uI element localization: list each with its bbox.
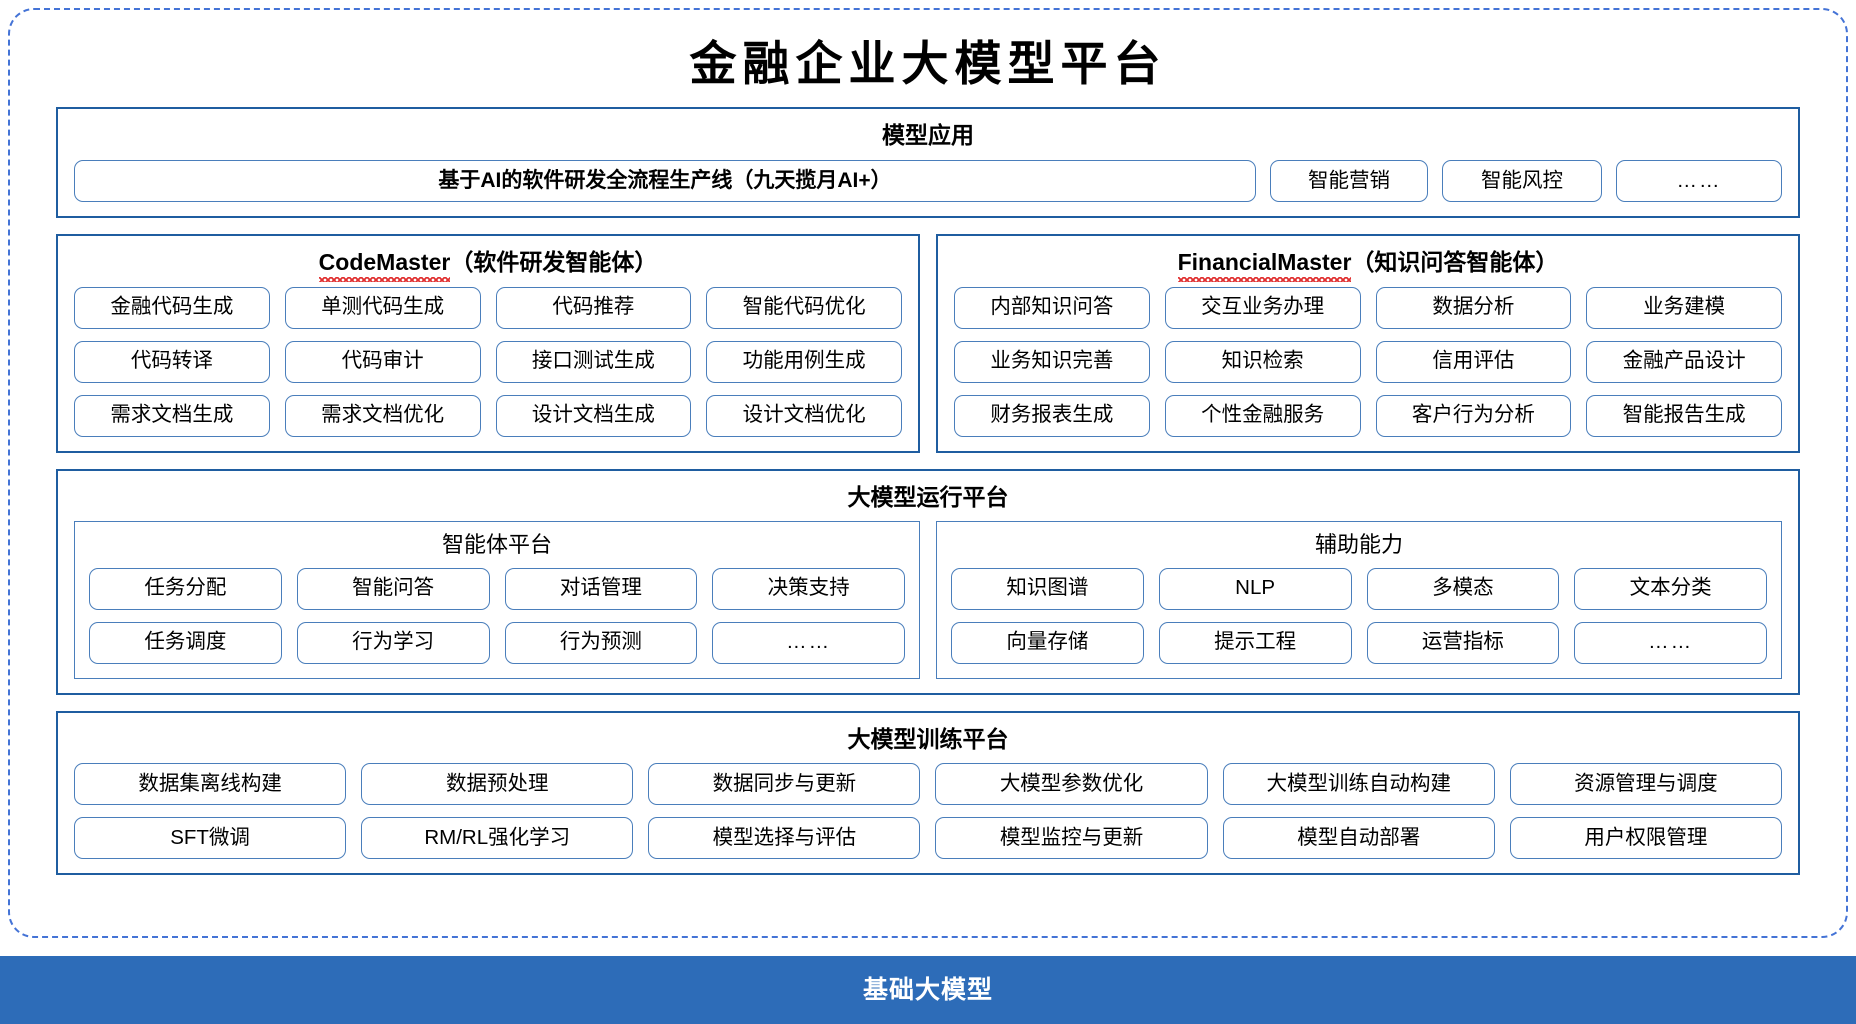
agents-row: CodeMaster（软件研发智能体） 金融代码生成 单测代码生成 代码推荐 智… [56,233,1800,453]
training-item-5[interactable]: 大模型训练自动构建 [1222,763,1495,806]
base-model-bar: 基础大模型 [0,956,1856,1024]
codemaster-item-6[interactable]: 代码审计 [284,340,481,383]
financialmaster-item-10[interactable]: 个性金融服务 [1164,394,1361,437]
runtime-panels: 智能体平台 任务分配 智能问答 对话管理 决策支持 任务调度 行为学习 行为预测… [74,521,1782,679]
auxiliary-item-1[interactable]: 知识图谱 [951,567,1144,610]
auxiliary-item-6[interactable]: 提示工程 [1158,621,1352,664]
financialmaster-item-5[interactable]: 业务知识完善 [954,340,1150,383]
training-platform-grid: 数据集离线构建 数据预处理 数据同步与更新 大模型参数优化 大模型训练自动构建 … [74,763,1782,860]
training-item-9[interactable]: 模型选择与评估 [648,817,921,860]
codemaster-item-3[interactable]: 代码推荐 [495,286,692,329]
financialmaster-name: FinancialMaster [1177,248,1352,282]
financialmaster-item-2[interactable]: 交互业务办理 [1164,286,1361,329]
financialmaster-item-8[interactable]: 金融产品设计 [1586,340,1782,383]
section-model-application: 模型应用 基于AI的软件研发全流程生产线（九天揽月AI+） 智能营销 智能风控 … [56,107,1800,218]
financialmaster-item-12[interactable]: 智能报告生成 [1586,394,1782,437]
financialmaster-item-11[interactable]: 客户行为分析 [1375,394,1572,437]
training-item-1[interactable]: 数据集离线构建 [74,763,347,806]
training-item-4[interactable]: 大模型参数优化 [935,763,1208,806]
training-item-12[interactable]: 用户权限管理 [1509,817,1782,860]
section-title-codemaster: CodeMaster（软件研发智能体） [74,246,902,287]
training-item-11[interactable]: 模型自动部署 [1222,817,1495,860]
auxiliary-item-5[interactable]: 向量存储 [951,621,1144,664]
training-item-7[interactable]: SFT微调 [74,817,347,860]
training-item-2[interactable]: 数据预处理 [361,763,634,806]
agent-platform-item-2[interactable]: 智能问答 [296,567,490,610]
financialmaster-item-7[interactable]: 信用评估 [1375,340,1572,383]
codemaster-item-8[interactable]: 功能用例生成 [706,340,902,383]
app-item-ai-pipeline[interactable]: 基于AI的软件研发全流程生产线（九天揽月AI+） [74,159,1256,202]
section-title-financialmaster: FinancialMaster（知识问答智能体） [954,246,1782,287]
panel-title-auxiliary-capability: 辅助能力 [1314,532,1403,558]
financialmaster-subtitle: （知识问答智能体） [1351,248,1559,275]
auxiliary-item-3[interactable]: 多模态 [1366,567,1560,610]
auxiliary-item-7[interactable]: 运营指标 [1366,621,1560,664]
financialmaster-item-6[interactable]: 知识检索 [1164,340,1361,383]
agent-platform-item-5[interactable]: 任务调度 [89,621,282,664]
codemaster-item-9[interactable]: 需求文档生成 [74,394,270,437]
section-title-model-application: 模型应用 [882,122,974,148]
panel-title-agent-platform: 智能体平台 [441,532,552,558]
app-item-more[interactable]: …… [1616,159,1782,202]
codemaster-item-11[interactable]: 设计文档生成 [495,394,692,437]
section-financialmaster: FinancialMaster（知识问答智能体） 内部知识问答 交互业务办理 数… [936,233,1800,453]
model-application-row: 基于AI的软件研发全流程生产线（九天揽月AI+） 智能营销 智能风控 …… [74,159,1782,202]
agent-platform-item-more[interactable]: …… [712,621,905,664]
section-title-training-platform: 大模型训练平台 [847,725,1009,752]
codemaster-subtitle: （软件研发智能体） [450,248,658,275]
training-item-3[interactable]: 数据同步与更新 [648,763,921,806]
auxiliary-item-more[interactable]: …… [1574,621,1767,664]
codemaster-grid: 金融代码生成 单测代码生成 代码推荐 智能代码优化 代码转译 代码审计 接口测试… [74,286,902,437]
financialmaster-grid: 内部知识问答 交互业务办理 数据分析 业务建模 业务知识完善 知识检索 信用评估… [954,286,1782,437]
codemaster-item-7[interactable]: 接口测试生成 [495,340,692,383]
training-item-8[interactable]: RM/RL强化学习 [361,817,634,860]
auxiliary-item-2[interactable]: NLP [1158,567,1352,610]
agent-platform-item-7[interactable]: 行为预测 [504,621,698,664]
codemaster-item-4[interactable]: 智能代码优化 [706,286,902,329]
frame-content: 金融企业大模型平台 模型应用 基于AI的软件研发全流程生产线（九天揽月AI+） … [10,10,1846,936]
financialmaster-item-4[interactable]: 业务建模 [1586,286,1782,329]
training-item-6[interactable]: 资源管理与调度 [1509,763,1782,806]
section-runtime-platform: 大模型运行平台 智能体平台 任务分配 智能问答 对话管理 决策支持 任务调度 行… [56,468,1800,695]
agent-platform-item-1[interactable]: 任务分配 [89,567,282,610]
financialmaster-item-9[interactable]: 财务报表生成 [954,394,1150,437]
agent-platform-grid: 任务分配 智能问答 对话管理 决策支持 任务调度 行为学习 行为预测 …… [89,567,905,664]
training-item-10[interactable]: 模型监控与更新 [935,817,1208,860]
section-codemaster: CodeMaster（软件研发智能体） 金融代码生成 单测代码生成 代码推荐 智… [56,233,920,453]
agent-platform-item-6[interactable]: 行为学习 [296,621,490,664]
section-training-platform: 大模型训练平台 数据集离线构建 数据预处理 数据同步与更新 大模型参数优化 大模… [56,710,1800,876]
auxiliary-item-4[interactable]: 文本分类 [1574,567,1767,610]
financialmaster-item-1[interactable]: 内部知识问答 [954,286,1150,329]
panel-auxiliary-capability: 辅助能力 知识图谱 NLP 多模态 文本分类 向量存储 提示工程 运营指标 …… [936,521,1782,679]
outer-dashed-frame: 金融企业大模型平台 模型应用 基于AI的软件研发全流程生产线（九天揽月AI+） … [8,8,1848,938]
panel-agent-platform: 智能体平台 任务分配 智能问答 对话管理 决策支持 任务调度 行为学习 行为预测… [74,521,920,679]
codemaster-item-2[interactable]: 单测代码生成 [284,286,481,329]
agent-platform-item-3[interactable]: 对话管理 [504,567,698,610]
agent-platform-item-4[interactable]: 决策支持 [712,567,905,610]
page-title: 金融企业大模型平台 [689,39,1167,91]
codemaster-item-1[interactable]: 金融代码生成 [74,286,270,329]
auxiliary-capability-grid: 知识图谱 NLP 多模态 文本分类 向量存储 提示工程 运营指标 …… [951,567,1767,664]
codemaster-name: CodeMaster [318,248,451,282]
financialmaster-item-3[interactable]: 数据分析 [1375,286,1572,329]
section-title-runtime-platform: 大模型运行平台 [847,483,1009,510]
codemaster-item-5[interactable]: 代码转译 [74,340,270,383]
codemaster-item-10[interactable]: 需求文档优化 [284,394,481,437]
app-item-smart-marketing[interactable]: 智能营销 [1270,159,1428,202]
codemaster-item-12[interactable]: 设计文档优化 [706,394,902,437]
app-item-smart-risk-control[interactable]: 智能风控 [1442,159,1602,202]
base-model-label: 基础大模型 [862,975,993,1004]
